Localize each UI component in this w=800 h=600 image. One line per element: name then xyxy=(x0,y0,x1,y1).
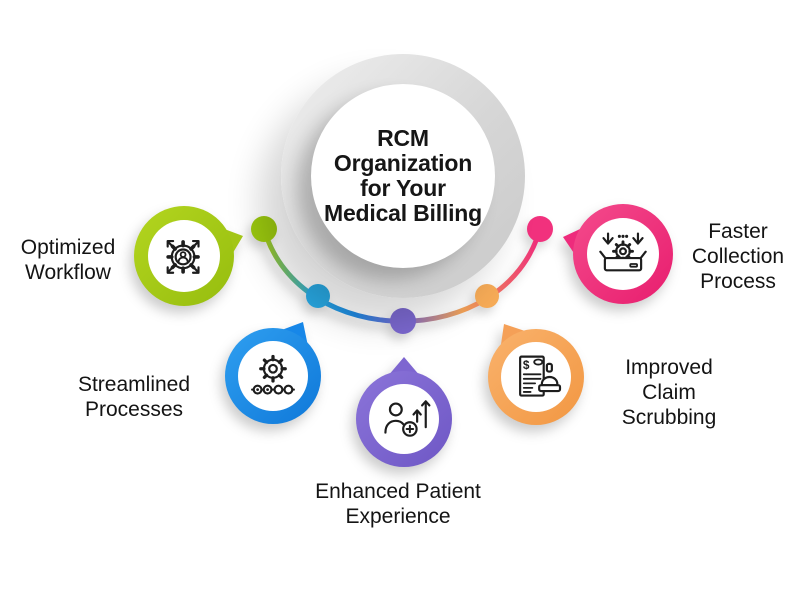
label-faster-collection-process: Faster Collection Process xyxy=(691,220,785,293)
label-streamlined-processes: Streamlined Processes xyxy=(77,373,191,421)
patient-growth-icon xyxy=(375,390,433,448)
label-improved-claim-scrubbing: Improved Claim Scrubbing xyxy=(621,356,717,429)
dot-improved-claim-scrubbing xyxy=(475,284,499,308)
label-optimized-workflow: Optimized Workflow xyxy=(20,236,116,284)
dot-enhanced-patient-experience xyxy=(390,308,416,334)
node-face xyxy=(369,384,439,454)
svg-text:$: $ xyxy=(523,359,530,372)
node-face xyxy=(501,342,571,412)
node-enhanced-patient-experience xyxy=(356,357,452,467)
label-enhanced-patient-experience: Enhanced Patient Experience xyxy=(315,480,481,528)
dot-faster-collection-process xyxy=(527,216,553,242)
cash-collection-icon xyxy=(594,225,652,283)
gear-process-flow-icon xyxy=(244,347,302,405)
central-circle-face: RCM Organization for Your Medical Billin… xyxy=(311,84,495,268)
dot-streamlined-processes xyxy=(306,284,330,308)
gear-person-arrows-icon xyxy=(155,227,213,285)
node-improved-claim-scrubbing xyxy=(488,324,584,425)
claim-stamp-icon: $ xyxy=(507,348,565,406)
dot-optimized-workflow xyxy=(251,216,277,242)
diagram-title: RCM Organization for Your Medical Billin… xyxy=(323,125,483,226)
central-circle: RCM Organization for Your Medical Billin… xyxy=(281,54,525,298)
